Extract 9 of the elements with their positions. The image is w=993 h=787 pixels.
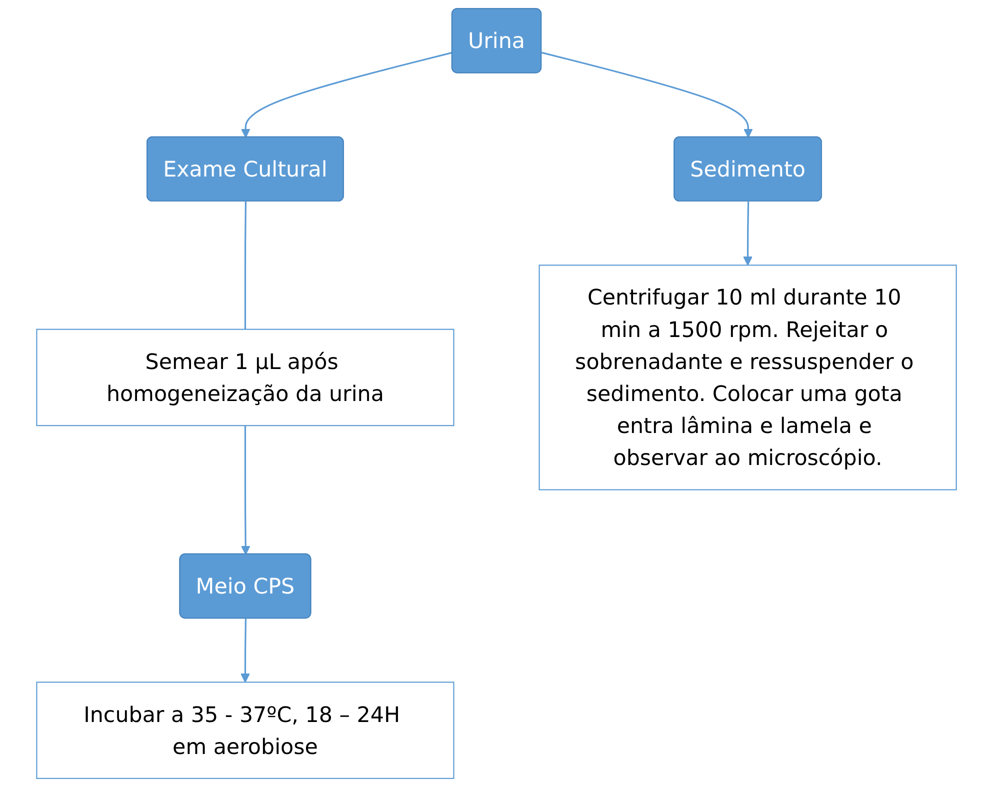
connector (244, 202, 247, 330)
arrow (240, 618, 250, 683)
node-box: Centrifugar 10 ml durante 10 min a 1500 rpm. Rejeitar o sobrenadante e ressuspender o sedimento. Colocar uma gota entra lâmina e lamela e observar ao microscópio. (538, 264, 957, 490)
arrow (240, 52, 453, 138)
arrow (240, 426, 250, 555)
arrow (541, 52, 753, 138)
node-box: Incubar a 35 - 37ºC, 18 – 24H em aerobiose (36, 682, 454, 779)
arrow (743, 202, 752, 266)
node-box: Semear 1 µL após homogeneização da urina (36, 328, 454, 426)
